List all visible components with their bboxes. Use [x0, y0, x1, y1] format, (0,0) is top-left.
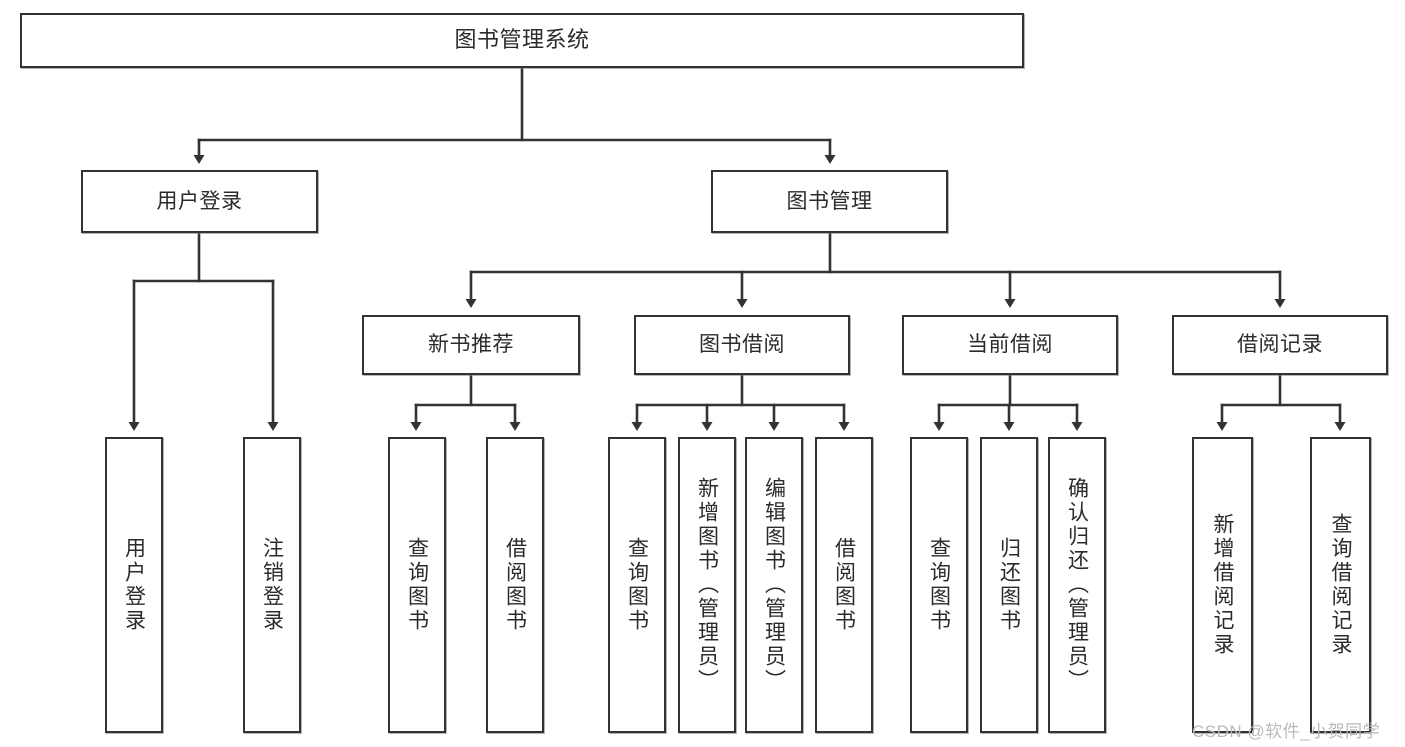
leaf-confirm-return-label: 确认归还（管理员）	[1065, 477, 1089, 693]
leaf-add-book[interactable]: 新增图书（管理员）	[678, 437, 736, 733]
leaf-add-borrow-record[interactable]: 新增借阅记录	[1192, 437, 1253, 733]
node-book-management[interactable]: 图书管理	[711, 170, 948, 233]
leaf-confirm-return[interactable]: 确认归还（管理员）	[1048, 437, 1106, 733]
leaf-user-logout-label: 注销登录	[260, 537, 284, 633]
leaf-borrow-book-2[interactable]: 借阅图书	[815, 437, 873, 733]
leaf-query-book-3-label: 查询图书	[927, 537, 951, 633]
node-current-borrow[interactable]: 当前借阅	[902, 315, 1118, 375]
leaf-query-borrow-record-label: 查询借阅记录	[1329, 513, 1352, 657]
leaf-query-book-1[interactable]: 查询图书	[388, 437, 446, 733]
node-root[interactable]: 图书管理系统	[20, 13, 1024, 68]
leaf-query-book-1-label: 查询图书	[405, 537, 429, 633]
leaf-edit-book[interactable]: 编辑图书（管理员）	[745, 437, 803, 733]
leaf-borrow-book-1[interactable]: 借阅图书	[486, 437, 544, 733]
node-book-borrow-label: 图书借阅	[699, 333, 785, 357]
csdn-watermark: CSDN @软件_小贺同学	[1192, 722, 1381, 741]
node-user-login-label: 用户登录	[156, 189, 243, 213]
leaf-user-logout[interactable]: 注销登录	[243, 437, 301, 733]
leaf-edit-book-label: 编辑图书（管理员）	[762, 477, 786, 693]
leaf-query-book-3[interactable]: 查询图书	[910, 437, 968, 733]
node-borrow-record-label: 借阅记录	[1237, 333, 1323, 357]
node-root-label: 图书管理系统	[454, 27, 590, 53]
leaf-borrow-book-2-label: 借阅图书	[832, 537, 856, 633]
node-book-borrow[interactable]: 图书借阅	[634, 315, 850, 375]
leaf-add-borrow-record-label: 新增借阅记录	[1211, 513, 1234, 657]
node-book-management-label: 图书管理	[786, 189, 873, 213]
node-borrow-record[interactable]: 借阅记录	[1172, 315, 1388, 375]
node-new-book-recommend[interactable]: 新书推荐	[362, 315, 580, 375]
node-current-borrow-label: 当前借阅	[967, 333, 1053, 357]
leaf-user-login[interactable]: 用户登录	[105, 437, 163, 733]
leaf-return-book-label: 归还图书	[997, 537, 1021, 633]
node-user-login[interactable]: 用户登录	[81, 170, 318, 233]
leaf-add-book-label: 新增图书（管理员）	[695, 477, 719, 693]
leaf-query-book-2[interactable]: 查询图书	[608, 437, 666, 733]
leaf-query-book-2-label: 查询图书	[625, 537, 649, 633]
leaf-borrow-book-1-label: 借阅图书	[503, 537, 527, 633]
leaf-user-login-label: 用户登录	[122, 537, 146, 633]
leaf-query-borrow-record[interactable]: 查询借阅记录	[1310, 437, 1371, 733]
leaf-return-book[interactable]: 归还图书	[980, 437, 1038, 733]
node-new-book-recommend-label: 新书推荐	[428, 333, 514, 357]
